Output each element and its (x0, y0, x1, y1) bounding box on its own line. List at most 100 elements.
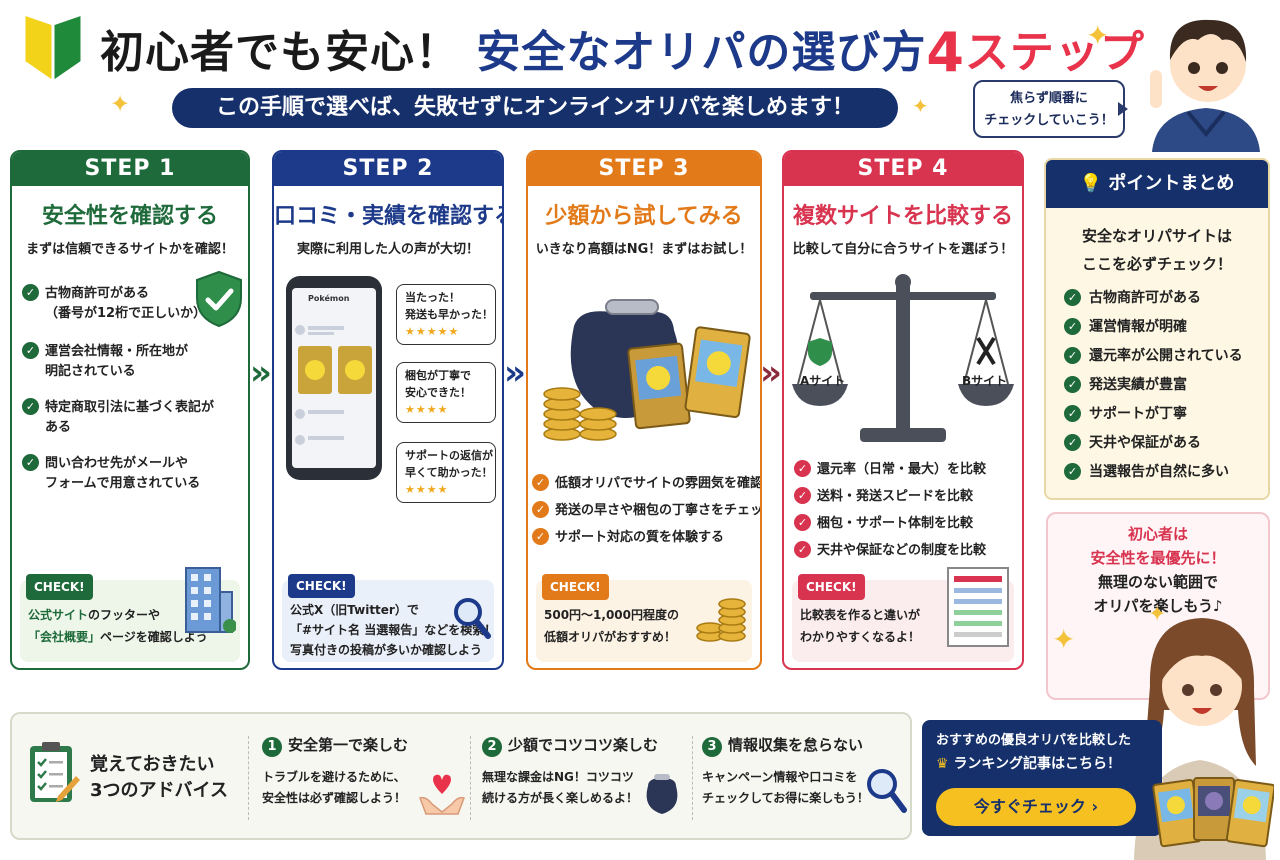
check-icon: ✓ (22, 284, 39, 301)
header: 初心者でも安心！ 安全なオリパの選び方4ステップ この手順で選べば、失敗せずにオ… (0, 0, 1280, 152)
step-4-title: 複数サイトを比較する (792, 204, 1013, 229)
divider (470, 736, 471, 820)
step-4-item: ✓天井や保証などの制度を比較 (794, 541, 986, 561)
check-icon: ✓ (1064, 318, 1081, 335)
step-2-subtitle: 実際に利用した人の声が大切！ (296, 242, 479, 257)
points-item: ✓天井や保証がある (1046, 429, 1268, 458)
step-4-subtitle: 比較して自分に合うサイトを選ぼう！ (792, 242, 1014, 257)
step-2-check-box: CHECK! 公式X（旧Twitter）で 「#サイト名 当選報告」などを検索！… (282, 574, 496, 662)
building-icon (185, 567, 236, 633)
bubble-line-1: 焦らず順番に (1010, 91, 1088, 106)
step-3-item: ✓サポート対応の質を体験する (532, 528, 724, 548)
review-bubble: 梱包が丁寧で 安心できた！ ★★★★ (396, 362, 496, 423)
step-1-item: ✓特定商取引法に基づく表記が ある (22, 398, 214, 438)
points-item: ✓発送実績が豊富 (1046, 371, 1268, 400)
next-arrow-icon: » (250, 353, 272, 393)
check-icon: ✓ (22, 398, 39, 415)
points-summary-box: 💡 ポイントまとめ 安全なオリパサイトは ここを必ずチェック！ ✓古物商許可があ… (1044, 158, 1270, 500)
check-icon: ✓ (794, 487, 811, 504)
step-4-item: ✓梱包・サポート体制を比較 (794, 514, 973, 534)
step-1-card: STEP 1 安全性を確認する まずは信頼できるサイトかを確認！ ✓古物商許可が… (10, 150, 250, 670)
scale-label-b: Bサイト (962, 374, 1008, 388)
ranking-cta-box[interactable]: おすすめの優良オリパを比較した ♛ ランキング記事はこちら！ 今すぐチェック › (922, 720, 1162, 836)
check-tag: CHECK! (288, 574, 355, 598)
step-2-title: 口コミ・実績を確認する (274, 204, 504, 229)
subtitle-banner: この手順で選べば、失敗せずにオンラインオリパを楽しめます！ (172, 88, 898, 128)
title-part-c: ステップ (964, 27, 1145, 78)
rating-stars: ★★★★ (405, 403, 449, 416)
step-1-title: 安全性を確認する (41, 204, 218, 229)
clipboard-icon (30, 742, 80, 802)
sparkle-icon: ✦ (1086, 19, 1110, 52)
check-icon: ✓ (794, 541, 811, 558)
check-icon: ✓ (532, 474, 549, 491)
coin-purse-icon (646, 774, 678, 814)
divider (248, 736, 249, 820)
step-1-subtitle: まずは信頼できるサイトかを確認！ (26, 242, 234, 257)
sparkle-icon: ✦ (1148, 602, 1167, 627)
check-icon: ✓ (794, 514, 811, 531)
check-icon: ✓ (1064, 376, 1081, 393)
sparkle-icon: ✦ (1052, 623, 1076, 656)
title-part-a: 初心者でも安心！ (100, 27, 460, 78)
title-part-b: 安全なオリパの選び方 (476, 27, 927, 78)
step-3-card: STEP 3 少額から試してみる いきなり高額はNG！まずはお試し！ ✓低額オリ… (526, 150, 762, 670)
review-bubble: サポートの返信が 早くて助かった！ ★★★★ (396, 442, 496, 503)
review-bubble: 当たった！ 発送も早かった！ ★★★★★ (396, 284, 496, 345)
check-icon: ✓ (1064, 289, 1081, 306)
phone-item-title: Pokémon (308, 294, 350, 303)
shield-check-icon (196, 270, 242, 328)
title-number: 4 (926, 21, 965, 84)
sparkle-icon: ✦ (110, 90, 131, 118)
check-icon: ✓ (794, 460, 811, 477)
hands-heart-icon (419, 774, 465, 815)
step-2-card: STEP 2 口コミ・実績を確認する 実際に利用した人の声が大切！ Pokémo… (272, 150, 504, 670)
check-icon: ✓ (1064, 434, 1081, 451)
check-tag: CHECK! (26, 574, 93, 600)
next-arrow-icon: » (760, 353, 782, 393)
bubble-line-2: チェックしていこう！ (984, 113, 1114, 128)
comparison-sheet-icon (947, 567, 1009, 647)
check-icon: ✓ (1064, 405, 1081, 422)
magnifier-icon (454, 598, 491, 639)
step-4-label: STEP 4 (784, 152, 1022, 186)
check-now-button[interactable]: 今すぐチェック › (936, 788, 1136, 826)
step-1-item: ✓問い合わせ先がメールや フォームで用意されている (22, 454, 200, 494)
points-list: ✓古物商許可がある ✓運営情報が明確 ✓還元率が公開されている ✓発送実績が豊富… (1046, 284, 1268, 487)
balance-scale-icon (792, 274, 1014, 442)
points-header: 💡 ポイントまとめ (1046, 160, 1268, 208)
step-2-label: STEP 2 (274, 152, 502, 186)
check-icon: ✓ (532, 528, 549, 545)
boy-character-icon (1150, 19, 1260, 152)
step-1-item: ✓古物商許可がある （番号が12桁で正しいか） (22, 284, 206, 324)
points-item: ✓サポートが丁寧 (1046, 400, 1268, 429)
check-icon: ✓ (22, 454, 39, 471)
points-item: ✓当選報告が自然に多い (1046, 458, 1268, 487)
check-icon: ✓ (1064, 347, 1081, 364)
check-tag: CHECK! (542, 574, 609, 600)
step-1-label: STEP 1 (12, 152, 248, 186)
step-3-item: ✓発送の早さや梱包の丁寧さをチェック (532, 501, 760, 521)
scale-label-a: Aサイト (800, 374, 846, 388)
trading-cards-icon (1152, 777, 1274, 848)
sparkle-icon: ✦ (912, 94, 929, 118)
crown-icon: ♛ (936, 756, 949, 772)
rating-stars: ★★★★ (405, 483, 449, 496)
divider (692, 736, 693, 820)
check-icon: ✓ (532, 501, 549, 518)
step-4-item: ✓送料・発送スピードを比較 (794, 487, 973, 507)
step-3-subtitle: いきなり高額はNG！まずはお試し！ (535, 242, 753, 257)
speech-bubble: 焦らず順番に チェックしていこう！ (973, 80, 1128, 138)
smartphone-icon (286, 276, 382, 480)
step-3-item: ✓低額オリパでサイトの雰囲気を確認 (532, 474, 760, 494)
step-3-label: STEP 3 (528, 152, 760, 186)
lightbulb-icon: 💡 (1079, 173, 1103, 194)
step-4-card: STEP 4 複数サイトを比較する 比較して自分に合うサイトを選ぼう！ Aサイト… (782, 150, 1024, 670)
step-1-check-box: CHECK! 公式サイトのフッターや 「会社概要」ページを確認しよう (20, 567, 240, 662)
check-icon: ✓ (1064, 463, 1081, 480)
